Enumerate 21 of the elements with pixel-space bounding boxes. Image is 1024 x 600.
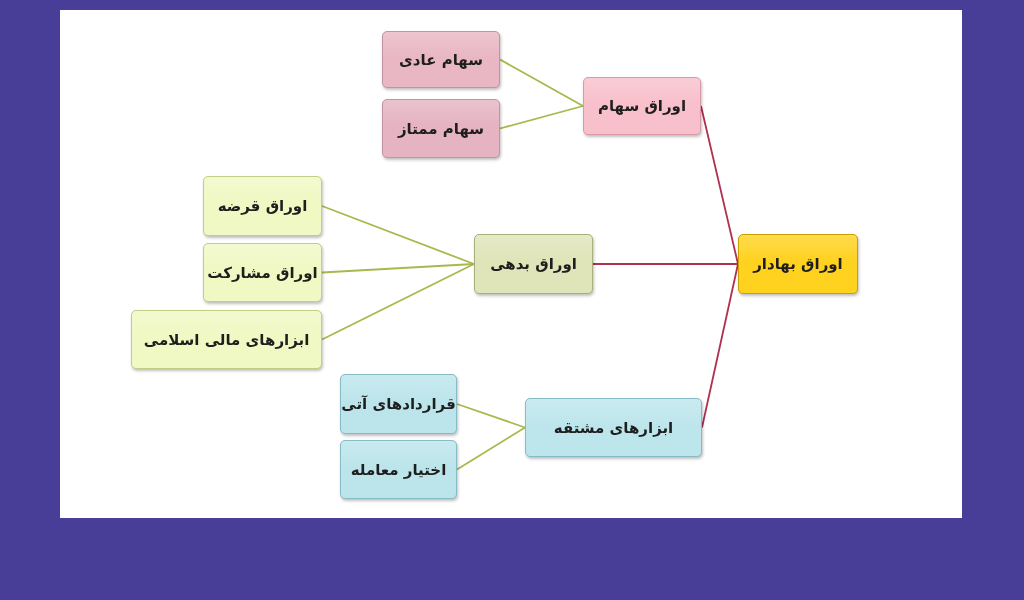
item-box: اوراق مشارکت — [203, 243, 322, 302]
connector-line — [499, 58, 584, 107]
category-box: اوراق سهام — [583, 77, 701, 135]
connector-line — [700, 105, 739, 265]
root-box: اوراق بهادار — [738, 234, 858, 294]
connector-line — [499, 105, 584, 130]
item-box: اوراق قرضه — [203, 176, 322, 236]
connector-line — [321, 263, 475, 274]
connector-line — [321, 205, 475, 265]
item-box: سهام عادی — [382, 31, 500, 88]
connector-line — [321, 263, 475, 341]
item-box: سهام ممتاز — [382, 99, 500, 158]
category-box: اوراق بدهی — [474, 234, 593, 294]
category-box: ابزارهای مشتقه — [525, 398, 702, 457]
item-box: قراردادهای آتی — [340, 374, 457, 434]
item-box: اختیار معامله — [340, 440, 457, 499]
connector-line — [456, 403, 526, 429]
connector-line — [592, 263, 739, 265]
item-box: ابزارهای مالی اسلامی — [131, 310, 322, 369]
connector-line — [456, 426, 526, 471]
connector-line — [701, 263, 739, 429]
